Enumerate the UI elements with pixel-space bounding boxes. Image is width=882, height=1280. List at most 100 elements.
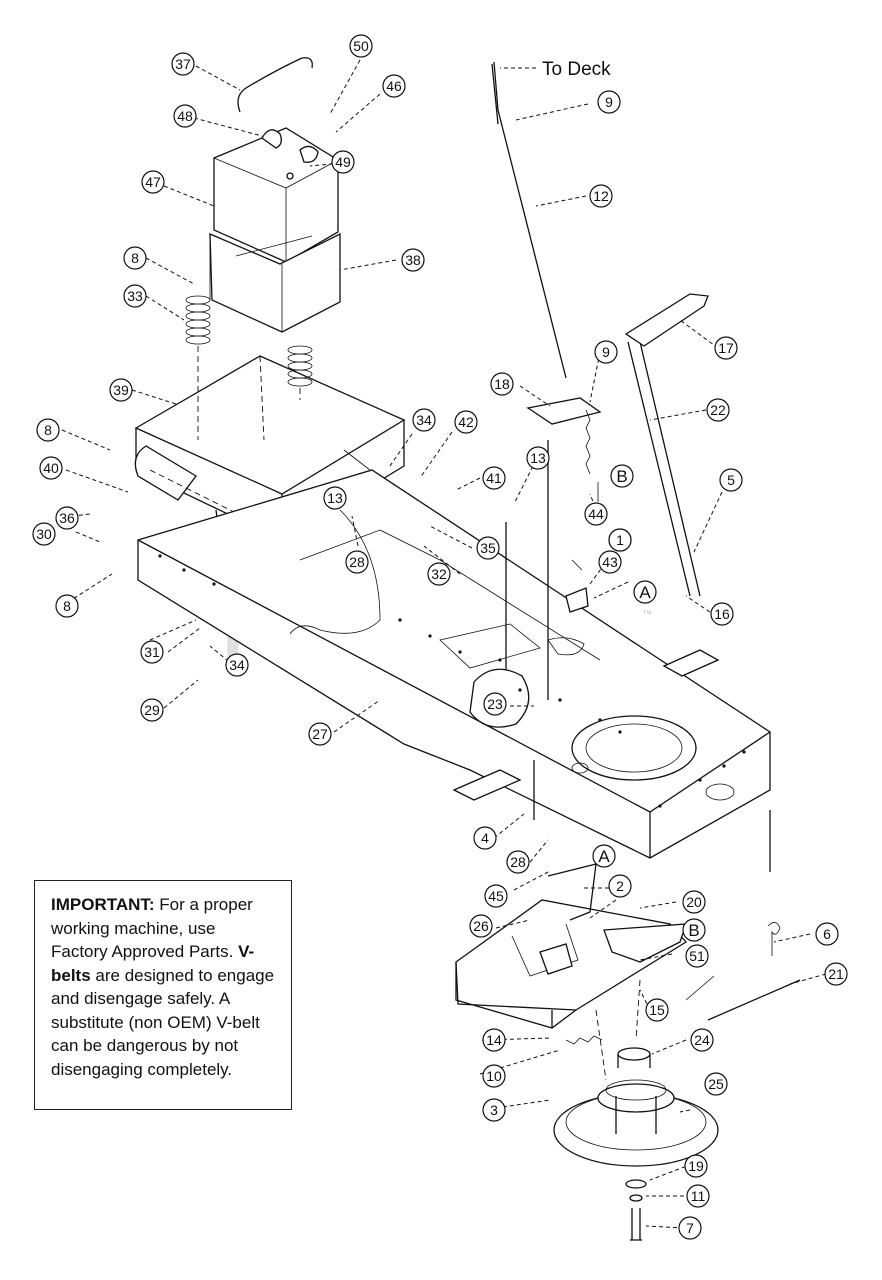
callout-circle: [173, 104, 197, 128]
part-callout-7: 7: [678, 1216, 702, 1240]
callout-circle: [704, 1072, 728, 1096]
part-number-label: 8: [63, 598, 71, 614]
part-callout-27: 27: [308, 722, 332, 746]
part-number-label: 29: [144, 702, 160, 718]
notice-body: are designed to engage and disengage saf…: [51, 965, 275, 1079]
part-callout-47: 47: [141, 170, 165, 194]
part-callout-2: 2: [608, 874, 632, 898]
part-callout-45: 45: [484, 884, 508, 908]
callout-circle: [584, 502, 608, 526]
part-number-label: 2: [616, 878, 624, 894]
part-number-label: 22: [710, 402, 726, 418]
callout-circle: [55, 506, 79, 530]
part-callout-12: 12: [589, 184, 613, 208]
callout-circle: [454, 410, 478, 434]
part-callout-19: 19: [684, 1154, 708, 1178]
callout-circle: [36, 418, 60, 442]
callout-circle: [506, 850, 530, 874]
part-callout-31: 31: [140, 640, 164, 664]
part-callout-8: 8: [36, 418, 60, 442]
callout-circle: [39, 456, 63, 480]
part-number-label: 8: [44, 422, 52, 438]
part-number-label: 13: [327, 490, 343, 506]
callout-circle: [412, 408, 436, 432]
ref-letter: B: [616, 467, 627, 486]
callout-circle: [483, 692, 507, 716]
part-number-label: 6: [823, 926, 831, 942]
part-callout-14: 14: [482, 1028, 506, 1052]
ref-letter-a-lower: A: [592, 844, 616, 868]
part-number-label: 16: [714, 606, 730, 622]
callout-circle: [815, 922, 839, 946]
to-deck-label: To Deck: [542, 59, 611, 80]
part-number-label: 18: [494, 376, 510, 392]
callout-circle: [225, 653, 249, 677]
callout-circle: [482, 1028, 506, 1052]
part-callout-10: 10: [482, 1064, 506, 1088]
part-callout-41: 41: [482, 466, 506, 490]
part-callout-20: 20: [682, 890, 706, 914]
callout-circle: [141, 170, 165, 194]
callout-circle: [382, 74, 406, 98]
part-callout-25: 25: [704, 1072, 728, 1096]
part-callout-42: 42: [454, 410, 478, 434]
part-number-label: 1: [616, 532, 624, 548]
part-number-label: 20: [686, 894, 702, 910]
part-number-label: 47: [145, 174, 161, 190]
part-callout-9: 9: [597, 90, 621, 114]
callout-circle: [608, 528, 632, 552]
part-number-label: 46: [386, 78, 402, 94]
ref-letter: B: [688, 921, 699, 940]
notice-intro: For a proper working machine, use Factor…: [51, 895, 253, 961]
part-number-label: 26: [473, 918, 489, 934]
part-number-label: 17: [718, 340, 734, 356]
part-callout-13: 13: [526, 446, 550, 470]
part-number-label: 11: [691, 1188, 706, 1204]
part-number-label: 28: [349, 554, 365, 570]
callout-circle: [140, 640, 164, 664]
callout-circle: [109, 378, 133, 402]
part-callout-5: 5: [719, 468, 743, 492]
ref-letter: A: [639, 583, 651, 602]
callout-circle: [608, 874, 632, 898]
part-callout-36: 36: [55, 506, 79, 530]
callout-circle: [32, 522, 56, 546]
callout-circle: [482, 1064, 506, 1088]
part-number-label: 12: [593, 188, 609, 204]
part-callout-1: 1: [608, 528, 632, 552]
callout-circle: [645, 998, 669, 1022]
callout-circle: [597, 90, 621, 114]
callout-circle: [706, 398, 730, 422]
part-callout-28: 28: [345, 550, 369, 574]
callout-circle: [308, 722, 332, 746]
part-number-label: 44: [588, 506, 604, 522]
part-callout-34: 34: [225, 653, 249, 677]
part-callout-21: 21: [824, 962, 848, 986]
part-callout-29: 29: [140, 698, 164, 722]
callout-circle: [686, 1184, 710, 1208]
notice-emphasis: V-belts: [51, 942, 255, 985]
callout-circle: [349, 34, 373, 58]
part-number-label: 43: [602, 554, 618, 570]
part-callout-13: 13: [323, 486, 347, 510]
part-callout-32: 32: [427, 562, 451, 586]
part-callout-24: 24: [690, 1028, 714, 1052]
part-number-label: 41: [486, 470, 502, 486]
part-number-label: 33: [127, 288, 143, 304]
callout-circle: [690, 1028, 714, 1052]
callout-circle: [345, 550, 369, 574]
part-callout-6: 6: [815, 922, 839, 946]
callout-circle: [482, 466, 506, 490]
part-callout-43: 43: [598, 550, 622, 574]
part-callout-38: 38: [401, 248, 425, 272]
part-callout-11: 11: [686, 1184, 710, 1208]
part-number-label: 9: [602, 344, 610, 360]
ref-letter-a-upper: A: [633, 580, 657, 604]
ref-letter-b-upper: B: [610, 464, 634, 488]
callout-circle: [598, 550, 622, 574]
part-number-label: 48: [177, 108, 193, 124]
part-number-label: 19: [688, 1158, 704, 1174]
part-number-label: 23: [487, 696, 503, 712]
part-callout-8: 8: [123, 246, 147, 270]
